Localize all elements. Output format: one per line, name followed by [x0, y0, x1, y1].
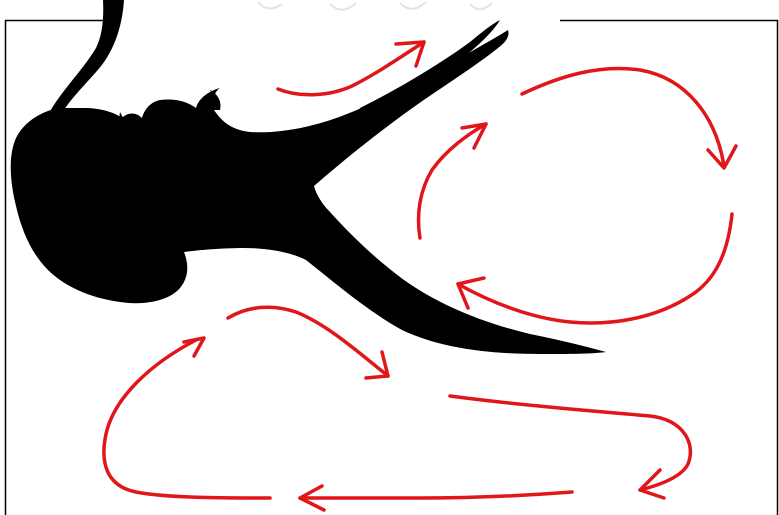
hand-drawn-arrow-icon	[522, 68, 736, 168]
hand-drawn-arrow-icon	[300, 486, 572, 510]
watermark-stroke	[470, 3, 492, 9]
watermark-fragment	[258, 2, 492, 10]
hand-drawn-arrow-icon	[450, 396, 690, 498]
watermark-stroke	[330, 3, 356, 10]
hand-drawn-arrow-icon	[458, 214, 732, 323]
watermark-stroke	[400, 2, 426, 9]
hand-drawn-arrow-icon	[419, 124, 487, 238]
watermark-stroke	[258, 2, 282, 9]
hand-drawn-arrow-icon	[228, 307, 388, 378]
fish-silhouette-icon	[11, 0, 606, 354]
silhouette-body	[11, 30, 606, 354]
hand-drawn-arrow-icon	[104, 338, 270, 498]
